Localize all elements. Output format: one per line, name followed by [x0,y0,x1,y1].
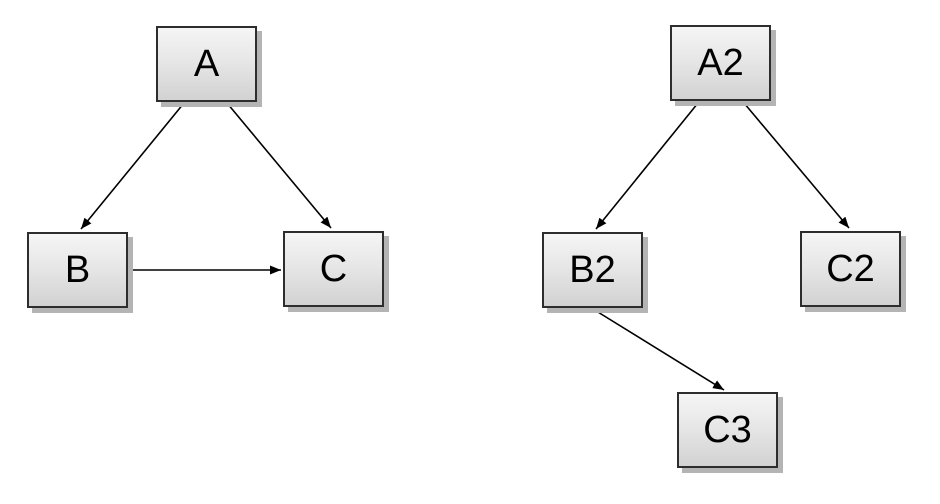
node-c2: C2 [800,231,901,307]
edge-b2-c3 [592,308,725,391]
edge-a-c [226,102,332,229]
edge-a2-b2 [595,102,699,230]
edge-a2-c2 [743,102,850,229]
node-b2: B2 [542,232,643,308]
edge-a-b [80,102,185,230]
node-a: A [156,26,257,102]
node-b: B [27,232,128,308]
node-c2-label: C2 [826,248,875,290]
node-a-label: A [193,43,220,85]
node-b-label: B [64,249,91,291]
node-c3: C3 [677,392,778,468]
node-b2-label: B2 [569,249,616,291]
node-c3-label: C3 [703,409,752,451]
node-c-label: C [319,248,348,290]
node-a2-label: A2 [697,42,744,84]
node-c: C [283,231,384,307]
node-a2: A2 [670,25,771,101]
